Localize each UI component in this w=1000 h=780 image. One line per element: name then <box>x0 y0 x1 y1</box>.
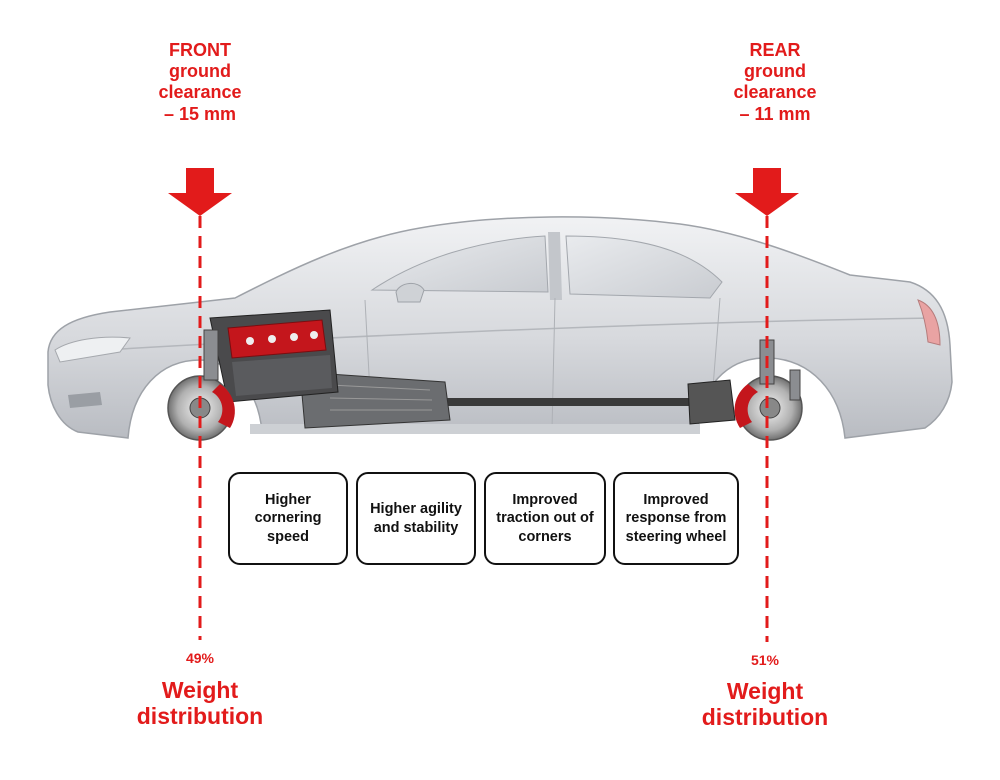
benefit-box-steering-response: Improved response from steering wheel <box>613 472 739 565</box>
rear-weight-distribution-label: Weight distribution <box>695 678 835 731</box>
front-clearance-line: FRONT <box>169 40 231 60</box>
benefit-line: speed <box>267 528 309 545</box>
rear-ground-clearance-label: REAR ground clearance – 11 mm <box>705 40 845 125</box>
rear-weight-line: Weight <box>726 678 804 704</box>
benefit-line: Higher agility <box>370 501 462 518</box>
benefit-line: response from <box>625 510 727 527</box>
rear-clearance-line: – 11 mm <box>739 103 811 124</box>
benefit-line: corners <box>518 528 572 545</box>
benefit-line: and stability <box>373 519 459 536</box>
front-weight-distribution-label: Weight distribution <box>130 677 270 730</box>
front-clearance-line: – 15 mm <box>163 103 237 124</box>
rear-clearance-line: clearance <box>733 82 817 103</box>
benefit-line: traction out of <box>496 510 594 527</box>
front-weight-line: distribution <box>136 703 264 730</box>
benefit-box-traction: Improved traction out of corners <box>484 472 606 565</box>
front-clearance-line: clearance <box>158 82 242 103</box>
front-weight-percent: 49% <box>185 650 215 666</box>
rear-down-arrow <box>735 168 799 216</box>
prop-shaft <box>440 398 720 406</box>
benefit-line: Higher <box>265 492 311 509</box>
front-clearance-line: ground <box>169 61 231 82</box>
benefit-box-cornering-speed: Higher cornering speed <box>228 472 348 565</box>
benefit-line: Improved <box>643 492 709 509</box>
front-weight-line: Weight <box>161 677 239 703</box>
benefit-line: cornering <box>254 510 322 527</box>
front-down-arrow <box>168 168 232 216</box>
front-ground-clearance-label: FRONT ground clearance – 15 mm <box>130 40 270 125</box>
side-windows <box>370 235 549 293</box>
benefit-line: steering wheel <box>625 528 727 545</box>
benefit-line: Improved <box>512 492 578 509</box>
benefit-box-agility-stability: Higher agility and stability <box>356 472 476 565</box>
rear-clearance-line: REAR <box>749 40 801 60</box>
rear-weight-percent: 51% <box>750 652 780 668</box>
rear-clearance-line: ground <box>744 61 806 82</box>
rear-weight-line: distribution <box>701 704 829 731</box>
